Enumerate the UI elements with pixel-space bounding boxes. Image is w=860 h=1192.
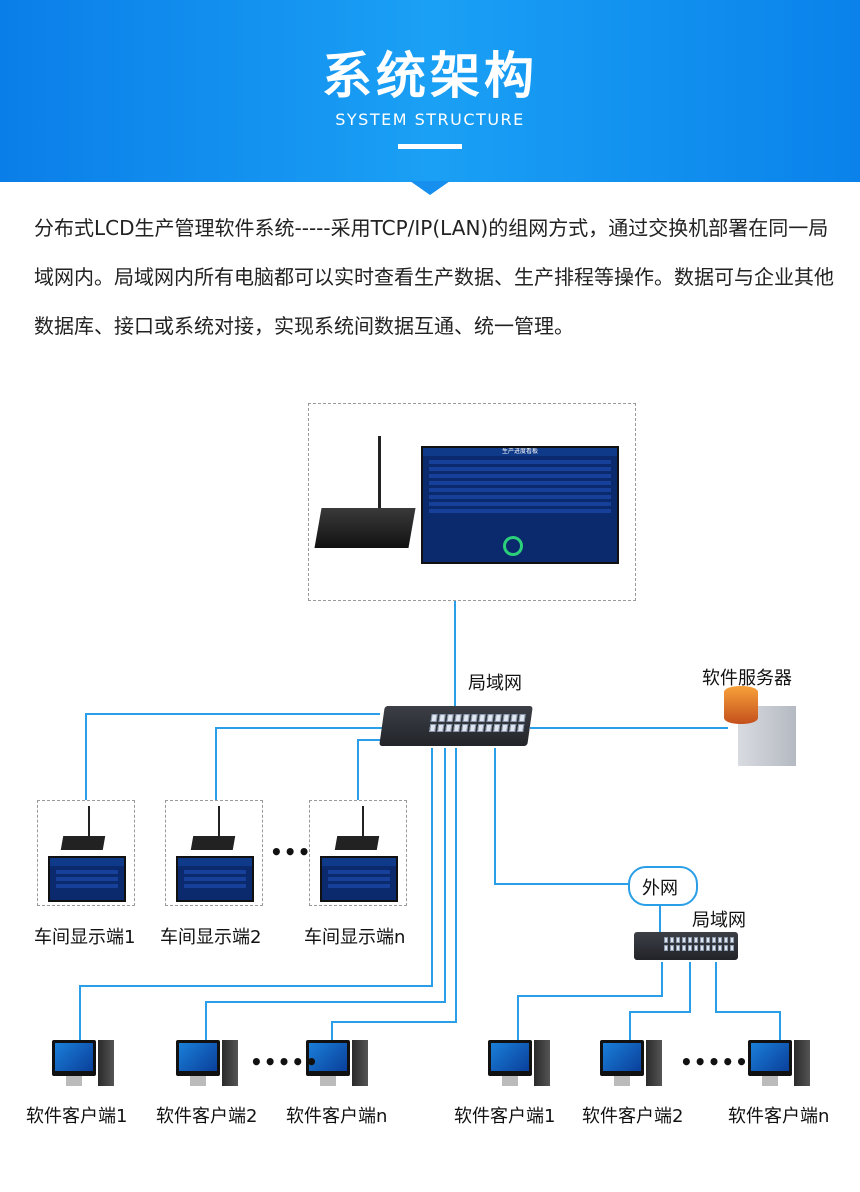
line-switch-display1	[85, 713, 380, 800]
database-icon	[724, 686, 758, 724]
display1-mini-pc	[60, 806, 108, 852]
client-left-n-label: 软件客户端n	[286, 1106, 388, 1127]
client-right-2-pc	[600, 1040, 664, 1090]
main-switch	[379, 706, 533, 746]
lan2-label: 局域网	[692, 910, 746, 931]
display1-screen	[48, 856, 126, 902]
client-right-ellipsis: •••••	[680, 1050, 749, 1074]
line-switch2-clientn	[715, 962, 781, 1040]
gauge-icon	[503, 536, 523, 556]
mini-pc-device	[314, 436, 416, 556]
dashboard-screen: 生产进度看板	[421, 446, 619, 564]
server-device	[724, 686, 796, 766]
workshop-display-n-label: 车间显示端n	[304, 927, 406, 948]
display2-screen	[176, 856, 254, 902]
displayn-screen	[320, 856, 398, 902]
line-switch-wan	[494, 748, 628, 885]
workshop-display-1-box	[37, 800, 135, 906]
page-title: 系统架构	[322, 47, 538, 105]
client-left-2-label: 软件客户端2	[156, 1106, 258, 1127]
displayn-mini-pc	[334, 806, 382, 852]
line-switch-display2	[215, 727, 385, 800]
workshop-display-2-box	[165, 800, 263, 906]
header-banner	[0, 0, 860, 182]
page-subtitle: SYSTEM STRUCTURE	[335, 110, 525, 129]
dashboard-title: 生产进度看板	[501, 448, 538, 455]
display2-mini-pc	[190, 806, 238, 852]
line-switch-clientn	[331, 748, 457, 1040]
client-left-1-label: 软件客户端1	[26, 1106, 128, 1127]
client-left-1-pc	[52, 1040, 116, 1090]
description-text: 分布式LCD生产管理软件系统-----采用TCP/IP(LAN)的组网方式，通过…	[34, 216, 834, 338]
banner-notch	[410, 181, 450, 195]
client-right-1-label: 软件客户端1	[454, 1106, 556, 1127]
client-right-1-pc	[488, 1040, 552, 1090]
client-right-n-pc	[748, 1040, 812, 1090]
workshop-display-n-box	[309, 800, 407, 906]
line-switch2-client1	[517, 962, 663, 1040]
workshop-display-1-label: 车间显示端1	[34, 927, 136, 948]
title-underline	[398, 144, 462, 149]
client-left-n-pc	[306, 1040, 370, 1090]
line-switch2-client2	[629, 962, 691, 1040]
display-ellipsis: •••	[270, 840, 312, 864]
client-right-2-label: 软件客户端2	[582, 1106, 684, 1127]
server-label: 软件服务器	[702, 668, 792, 689]
line-switch-displayn	[357, 739, 390, 800]
wan-label: 外网	[642, 878, 678, 899]
secondary-switch	[634, 932, 738, 960]
workshop-display-2-label: 车间显示端2	[160, 927, 262, 948]
client-left-2-pc	[176, 1040, 240, 1090]
client-right-n-label: 软件客户端n	[728, 1106, 830, 1127]
line-switch-client1	[79, 748, 433, 1040]
cloud-icon	[628, 866, 698, 906]
main-display-box	[308, 403, 636, 601]
line-switch-client2	[205, 748, 446, 1040]
lan-label: 局域网	[468, 673, 522, 694]
client-left-ellipsis: •••••	[250, 1050, 319, 1074]
